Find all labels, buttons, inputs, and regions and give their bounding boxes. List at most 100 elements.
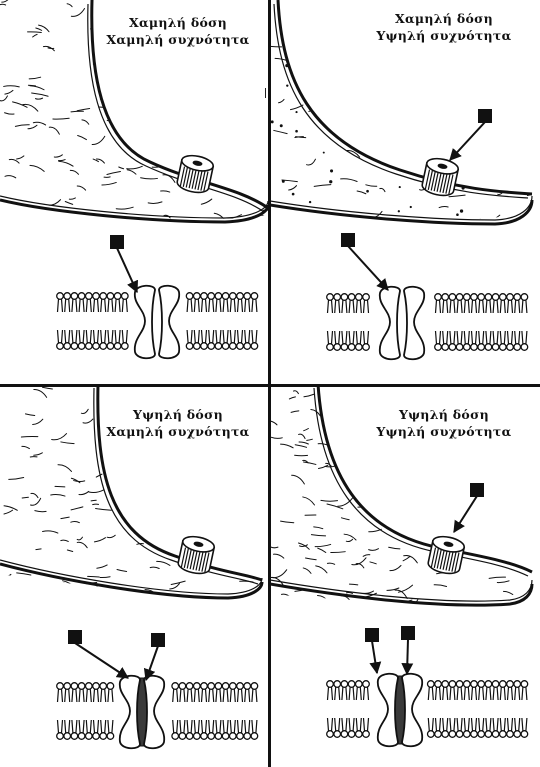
texture-stroke (467, 56, 481, 63)
vesicle-dot (458, 176, 460, 178)
dose-label: Χαμηλή δόση (88, 14, 268, 31)
lipid-tail (108, 299, 113, 312)
lipid-head (100, 683, 107, 690)
texture-stroke (88, 576, 100, 577)
lipid-tail (500, 300, 505, 313)
lipid-head (215, 733, 222, 740)
texture-stroke (274, 219, 286, 224)
texture-stroke (243, 145, 249, 147)
texture-stroke (404, 504, 417, 513)
vesicle-dot (420, 171, 423, 174)
lipid-head (186, 343, 193, 350)
lipid-head (93, 293, 100, 300)
lipid-tail (216, 689, 221, 702)
channel-subunit-left (378, 674, 398, 747)
texture-stroke (472, 152, 485, 154)
lipid-tail (342, 331, 347, 344)
texture-stroke (205, 455, 214, 456)
lipid-head (230, 343, 237, 350)
texture-stroke (394, 161, 402, 165)
lipid-tail (522, 687, 527, 700)
frequency-label: Χαμηλή συχνότητα (88, 31, 268, 48)
texture-stroke (224, 72, 236, 73)
lipid-tail (479, 300, 484, 313)
lipid-tail (356, 687, 361, 700)
vesicle-dot (286, 84, 288, 86)
texture-stroke (223, 535, 237, 539)
lipid-tail (522, 331, 527, 344)
lipid-head (500, 681, 507, 688)
lipid-head (230, 293, 237, 300)
vesicle-dot (418, 161, 421, 164)
texture-stroke (165, 440, 179, 444)
lipid-tail (464, 718, 469, 731)
texture-stroke (164, 512, 172, 514)
lipid-head (78, 293, 85, 300)
lipid-tail (216, 720, 221, 733)
lipid-head (215, 683, 222, 690)
lipid-head (100, 343, 107, 350)
texture-stroke (216, 534, 230, 537)
lipid-tail (493, 300, 498, 313)
lipid-head (122, 343, 129, 350)
texture-stroke (533, 526, 540, 534)
lipid-head (71, 293, 78, 300)
texture-stroke (377, 55, 385, 57)
lipid-tail (252, 330, 257, 343)
texture-stroke (436, 489, 448, 497)
texture-stroke (430, 454, 436, 456)
lipid-tail (72, 330, 77, 343)
texture-stroke (149, 58, 154, 59)
membrane-channel-cylinder (176, 153, 215, 195)
texture-stroke (223, 70, 236, 79)
texture-stroke (122, 442, 132, 444)
lipid-tail (457, 687, 462, 700)
lipid-head (93, 733, 100, 740)
texture-stroke (442, 122, 457, 124)
texture-stroke (535, 94, 540, 96)
lipid-head (78, 733, 85, 740)
lipid-tail (72, 689, 77, 702)
texture-stroke (181, 400, 187, 403)
lipid-head (449, 681, 456, 688)
vesicle-dot (454, 156, 456, 158)
lipid-head (237, 683, 244, 690)
lipid-head (456, 681, 463, 688)
lipid-head (428, 681, 435, 688)
lipid-head (363, 344, 370, 351)
lipid-tail (230, 299, 235, 312)
texture-stroke (294, 37, 305, 39)
lipid-tail (79, 689, 84, 702)
texture-stroke (523, 73, 535, 77)
panel-low-dose-low-frequency: Χαμηλή δόση Χαμηλή συχνότητα (0, 0, 270, 383)
vesicle-dot (357, 69, 360, 72)
texture-stroke (154, 606, 162, 608)
texture-stroke (491, 460, 500, 462)
lipid-head (93, 343, 100, 350)
texture-stroke (474, 107, 480, 109)
channel-subunit-right (159, 286, 179, 359)
lipid-head (215, 343, 222, 350)
lipid-tail (328, 718, 333, 731)
lipid-head (100, 733, 107, 740)
lipid-head (334, 344, 341, 351)
drug-marker-arrow (117, 248, 137, 292)
lipid-tail (472, 300, 477, 313)
lipid-tail (349, 718, 354, 731)
channel-subunit-right (404, 287, 424, 360)
vesicle-dot (505, 95, 507, 97)
lipid-tail (508, 300, 513, 313)
texture-stroke (234, 176, 247, 182)
texture-stroke (216, 558, 232, 564)
lipid-tail (508, 718, 513, 731)
texture-stroke (222, 84, 228, 86)
lipid-head (194, 683, 201, 690)
lipid-tail (115, 330, 120, 343)
lipid-head (78, 683, 85, 690)
texture-stroke (385, 494, 399, 500)
vesicle-dot (401, 224, 403, 226)
texture-stroke (130, 474, 138, 476)
vesicle-dot (321, 70, 323, 72)
texture-stroke (170, 504, 179, 505)
